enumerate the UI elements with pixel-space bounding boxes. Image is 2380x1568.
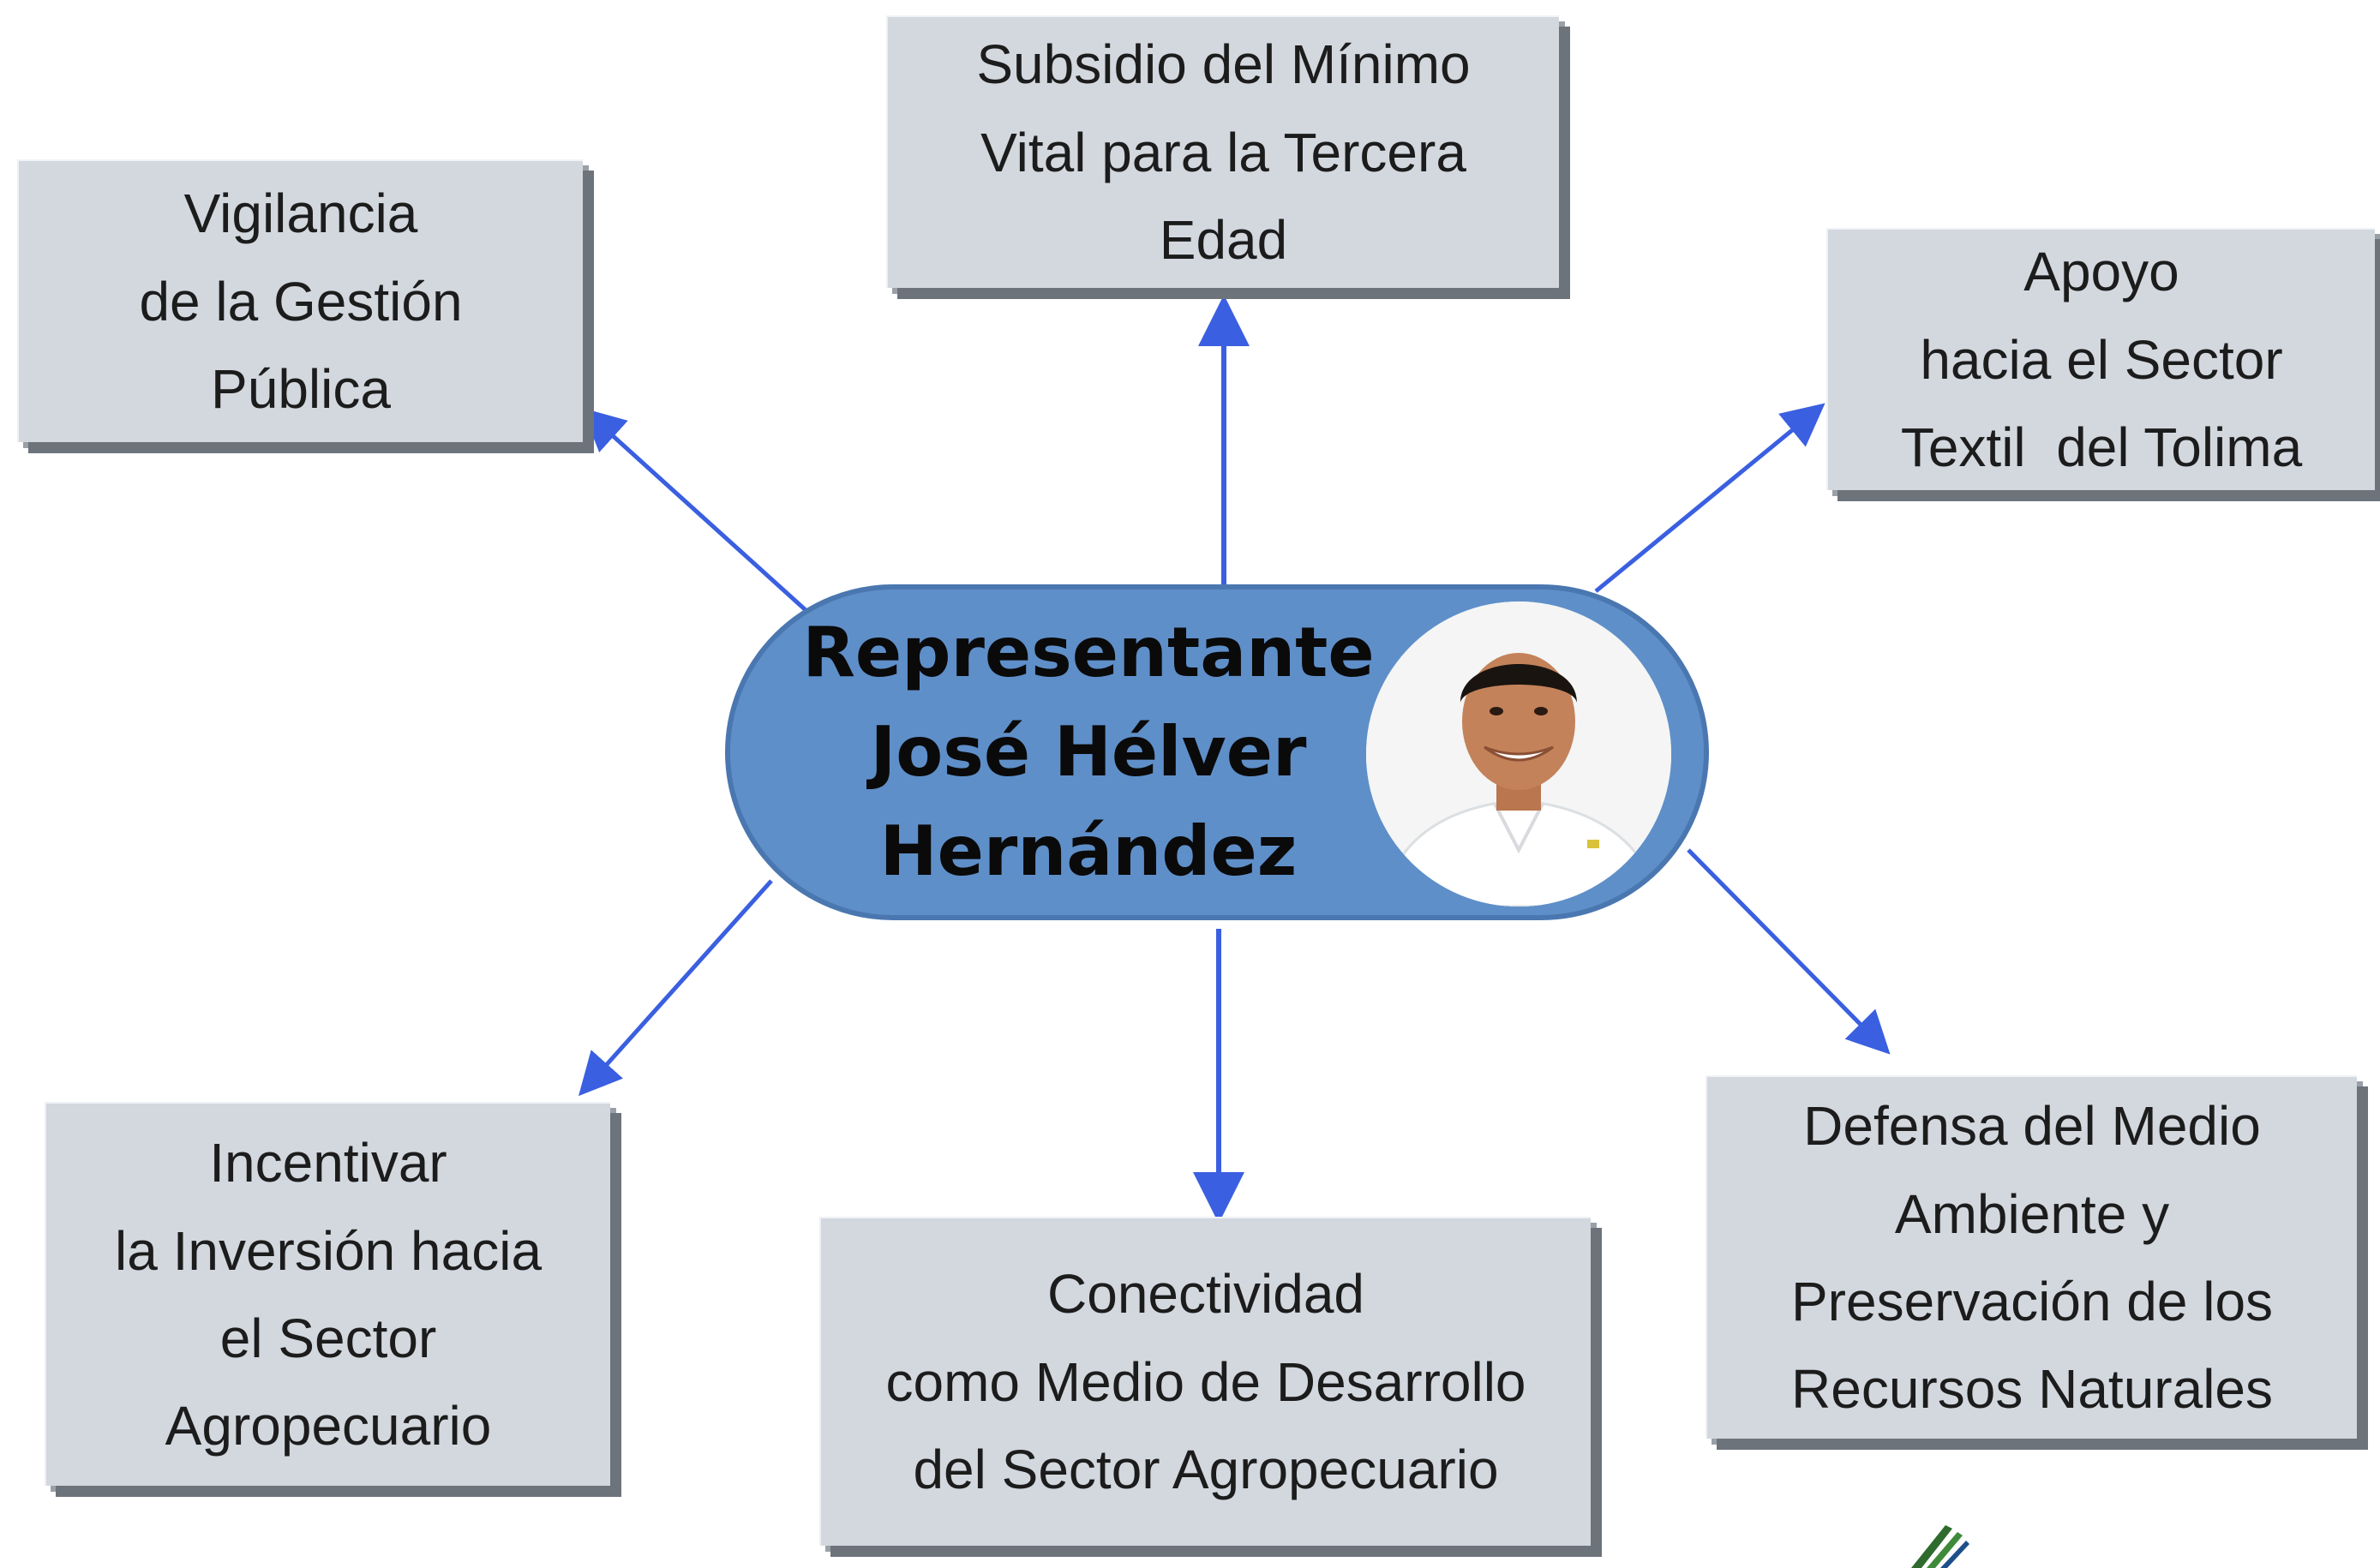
arrow-to-apoyo xyxy=(1594,403,1825,593)
box-line: Vital para la Tercera xyxy=(980,121,1466,183)
box-conectividad: Conectividad como Medio de Desarrollo de… xyxy=(819,1217,1591,1546)
center-title: Representante José Hélver Hernández xyxy=(771,600,1406,905)
box-line: Preservación de los xyxy=(1790,1271,2274,1332)
portrait-avatar xyxy=(1366,601,1671,907)
box-line: el Sector xyxy=(219,1308,437,1369)
box-line: Defensa del Medio xyxy=(1803,1095,2261,1158)
center-title-line: José Hélver xyxy=(870,712,1307,792)
box-line: Subsidio del Mínimo xyxy=(976,33,1471,96)
box-line: Vigilancia xyxy=(183,183,418,245)
box-line: de la Gestión xyxy=(139,270,463,332)
person-photo-icon xyxy=(1366,601,1671,907)
box-defensa-medio-ambiente: Defensa del Medio Ambiente y Preservació… xyxy=(1706,1075,2357,1439)
box-apoyo-sector-textil: Apoyo hacia el Sector Textil del Tolima xyxy=(1826,228,2375,490)
box-vigilancia-gestion-publica: Vigilancia de la Gestión Pública xyxy=(17,159,583,442)
box-line: Edad xyxy=(1159,209,1288,272)
arrow-to-defensa xyxy=(1687,848,1891,1055)
box-line: hacia el Sector xyxy=(1920,328,2283,391)
box-line: como Medio de Desarrollo xyxy=(885,1350,1526,1413)
box-line: la Inversión hacia xyxy=(114,1219,543,1282)
box-line: Textil del Tolima xyxy=(1900,416,2303,479)
box-subsidio-minimo-vital: Subsidio del Mínimo Vital para la Tercer… xyxy=(886,15,1559,288)
box-line: Conectividad xyxy=(1047,1263,1364,1326)
center-title-line: Representante xyxy=(802,613,1375,692)
box-line: del Sector Agropecuario xyxy=(913,1439,1499,1501)
box-line: Ambiente y xyxy=(1894,1182,2170,1245)
box-line: Agropecuario xyxy=(165,1395,492,1457)
arrow-to-incentivar xyxy=(578,879,773,1097)
box-incentivar-inversion: Incentivar la Inversión hacia el Sector … xyxy=(45,1102,610,1486)
center-title-line: Hernández xyxy=(879,811,1298,891)
box-line: Pública xyxy=(211,358,391,421)
box-line: Recursos Naturales xyxy=(1791,1358,2273,1421)
box-line: Incentivar xyxy=(209,1132,447,1194)
partial-logo-icon xyxy=(1911,1525,1969,1568)
arrow-to-vigilancia xyxy=(581,407,807,612)
box-line: Apoyo xyxy=(2023,241,2179,303)
